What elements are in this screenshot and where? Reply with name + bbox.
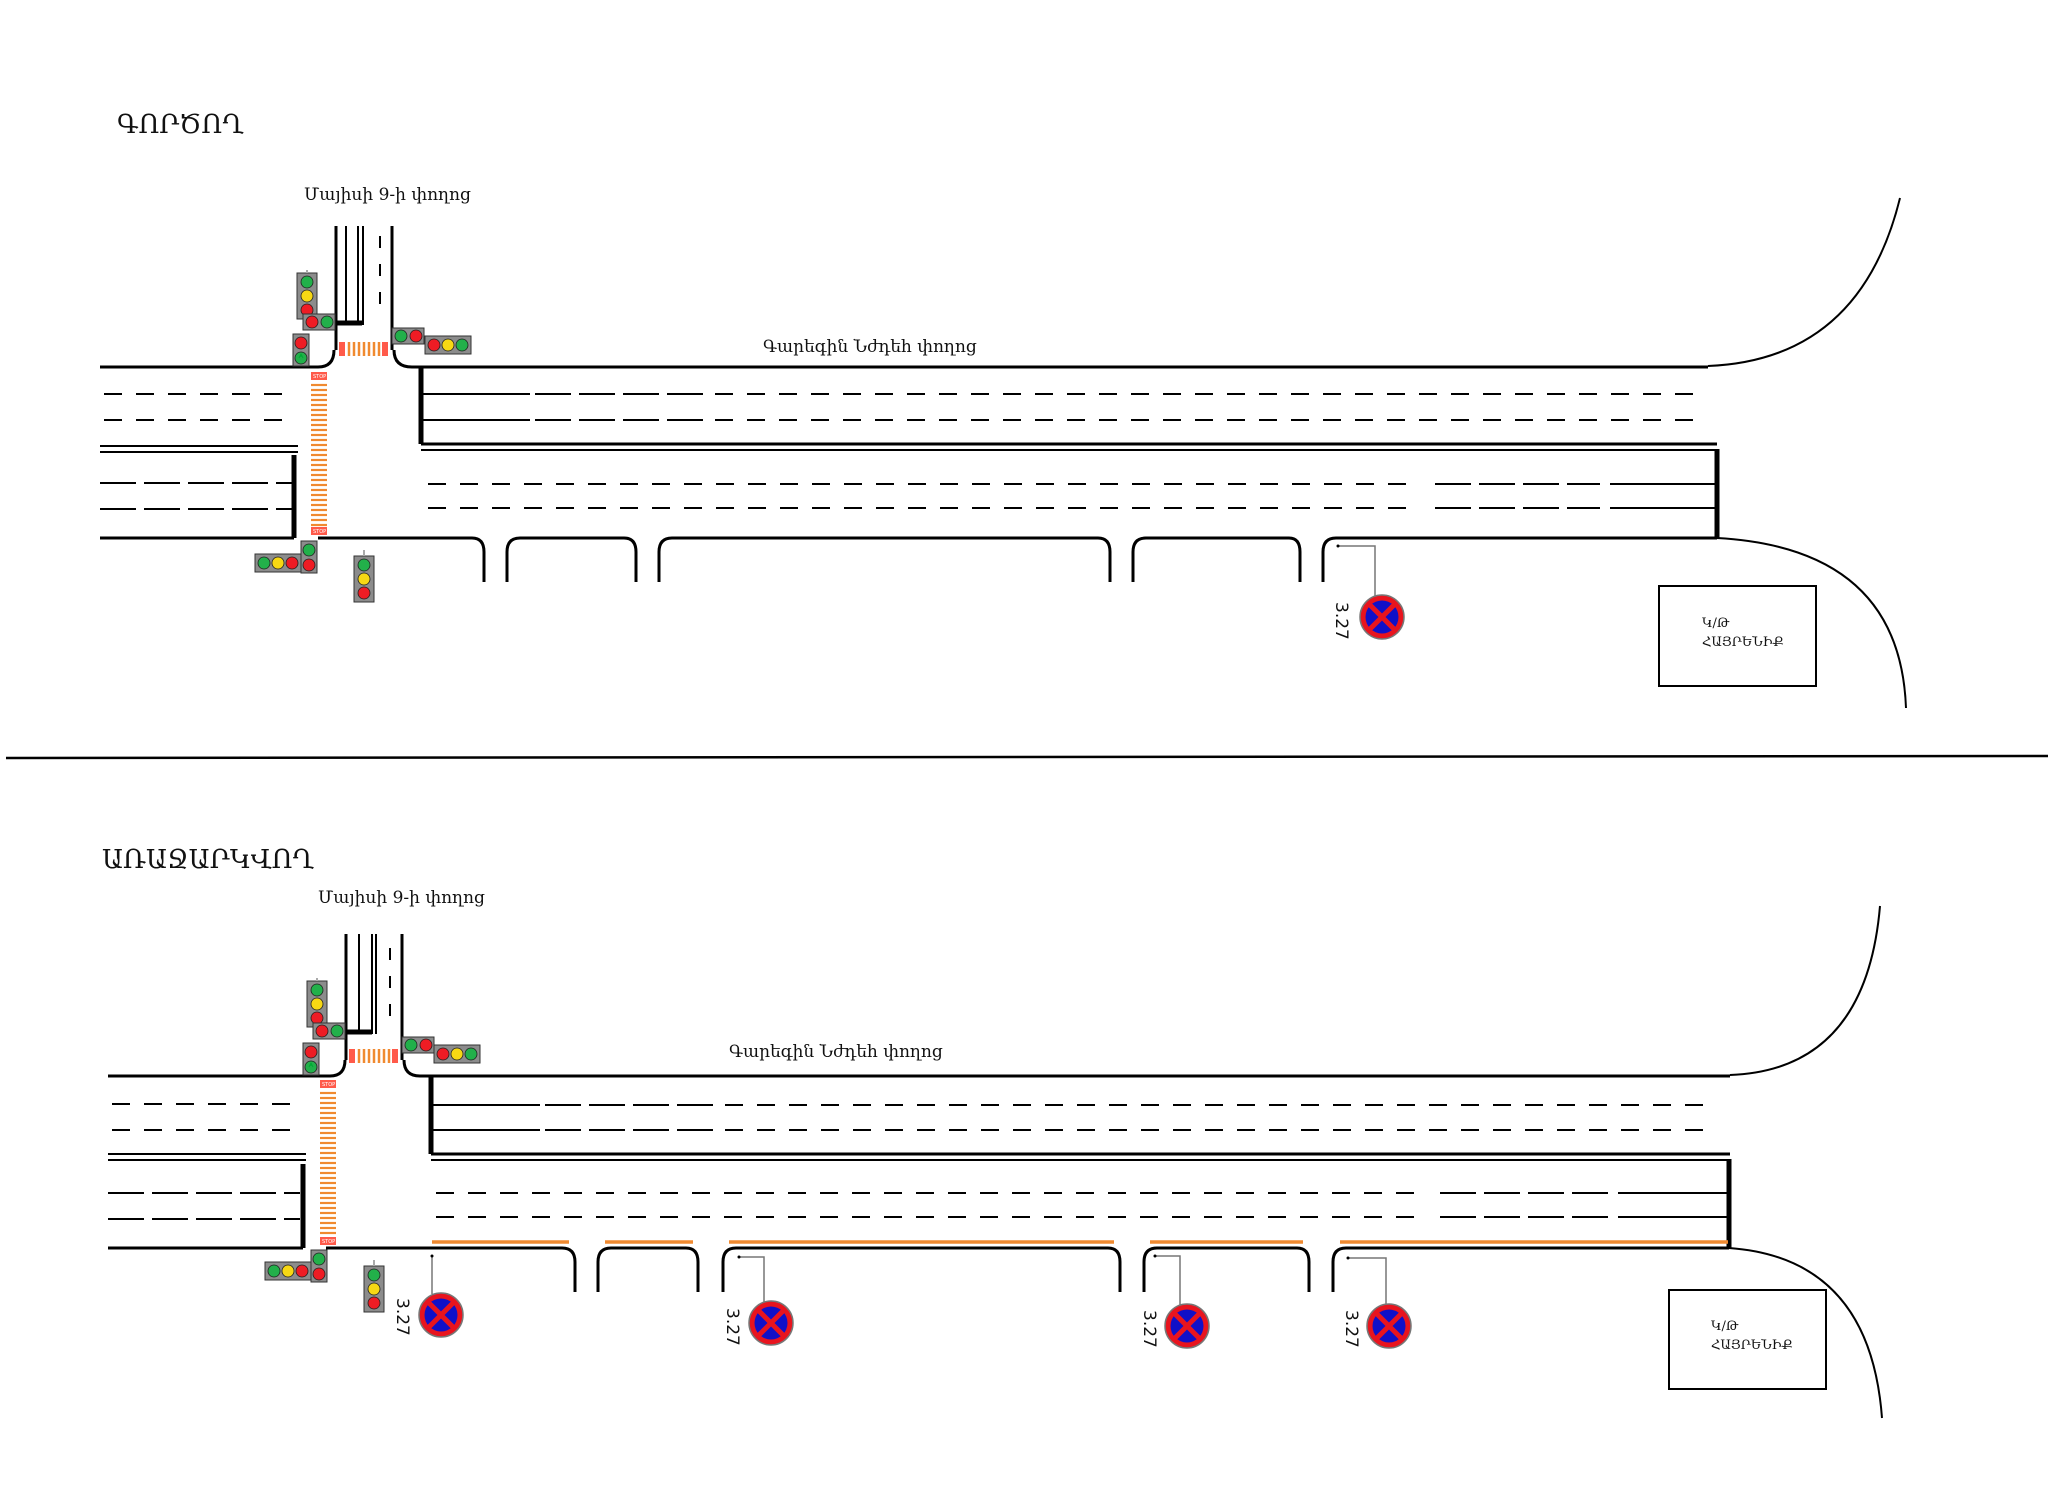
pedestrian-light-icon (401, 1036, 435, 1054)
stop-label: STOP (322, 1239, 335, 1245)
no-stopping-sign: 3.27 (1139, 1254, 1209, 1349)
stop-label-box (311, 527, 327, 535)
building-label-line1: Կ/Թ (1711, 1319, 1739, 1334)
traffic-light-icon (296, 272, 318, 320)
building-label-line2: ՀԱՅՐԵՆԻՔ (1711, 1338, 1793, 1353)
pedestrian-light-icon (292, 333, 310, 367)
road-geometry (108, 905, 1883, 1419)
no-stopping-sign: 3.27 (392, 1254, 463, 1338)
stop-label: STOP (322, 1082, 335, 1088)
panel-divider (5, 754, 2048, 760)
stop-label: STOP (313, 374, 326, 380)
pedestrian-light-icon (300, 540, 318, 574)
no-stopping-icon (1360, 595, 1404, 639)
traffic-light-icon (254, 553, 302, 573)
panel-title: ԳՈՐԾՈՂ (117, 110, 244, 140)
sign-code: 3.27 (1331, 602, 1351, 640)
crosswalk-west: STOP STOP (311, 372, 327, 535)
street-label-main: Գարեգին Նժդեհ փողոց (763, 337, 977, 357)
building-label-line2: ՀԱՅՐԵՆԻՔ (1702, 635, 1784, 650)
pedestrian-light-icon (302, 1042, 320, 1076)
street-label-north: Մայիսի 9-ի փողոց (318, 888, 485, 908)
no-stopping-icon (1367, 1304, 1411, 1348)
crosswalk-west: STOP STOP (320, 1080, 336, 1245)
no-stopping-sign: 3.27 (1341, 1256, 1411, 1349)
traffic-lights (264, 978, 481, 1313)
sign-code: 3.27 (392, 1298, 412, 1336)
sign-code: 3.27 (1139, 1310, 1159, 1348)
stop-label-box (311, 372, 327, 380)
no-stopping-icon (749, 1301, 793, 1345)
sign-code: 3.27 (1341, 1310, 1361, 1348)
panel-existing: ԳՈՐԾՈՂ Մայիսի 9-ի փողոց Գարեգին Նժդեհ փո… (100, 110, 1907, 709)
traffic-light-icon (306, 980, 328, 1028)
building-box: Կ/Թ ՀԱՅՐԵՆԻՔ (1658, 585, 1817, 687)
crosswalk-north (339, 342, 388, 356)
street-label-north: Մայիսի 9-ի փողոց (304, 185, 471, 205)
sign-code: 3.27 (722, 1308, 742, 1346)
building-box: Կ/Թ ՀԱՅՐԵՆԻՔ (1668, 1289, 1827, 1390)
traffic-light-icon (264, 1261, 312, 1281)
stop-label-box (320, 1080, 336, 1088)
pedestrian-light-icon (310, 1249, 328, 1283)
traffic-light-icon (433, 1044, 481, 1064)
traffic-light-icon (353, 555, 375, 603)
crosswalk-north (349, 1049, 398, 1063)
no-stopping-icon (419, 1293, 463, 1337)
no-stopping-sign: 3.27 (1331, 544, 1404, 640)
panel-proposed: ԱՌԱՋԱՐԿՎՈՂ Մայիսի 9-ի փողոց Գարեգին Նժդե… (102, 845, 1883, 1419)
road-geometry (100, 197, 1907, 709)
panel-title: ԱՌԱՋԱՐԿՎՈՂ (102, 845, 314, 875)
pedestrian-light-icon (302, 313, 336, 331)
pedestrian-light-icon (312, 1022, 346, 1040)
pedestrian-light-icon (391, 327, 425, 345)
traffic-light-icon (363, 1265, 385, 1313)
no-stopping-sign: 3.27 (722, 1255, 793, 1346)
building-label-line1: Կ/Թ (1702, 616, 1730, 631)
traffic-light-icon (424, 335, 472, 355)
stop-label-box (320, 1237, 336, 1245)
no-stopping-icon (1165, 1304, 1209, 1348)
traffic-lights (254, 270, 472, 603)
street-label-main: Գարեգին Նժդեհ փողոց (729, 1042, 943, 1062)
stop-label: STOP (313, 529, 326, 535)
